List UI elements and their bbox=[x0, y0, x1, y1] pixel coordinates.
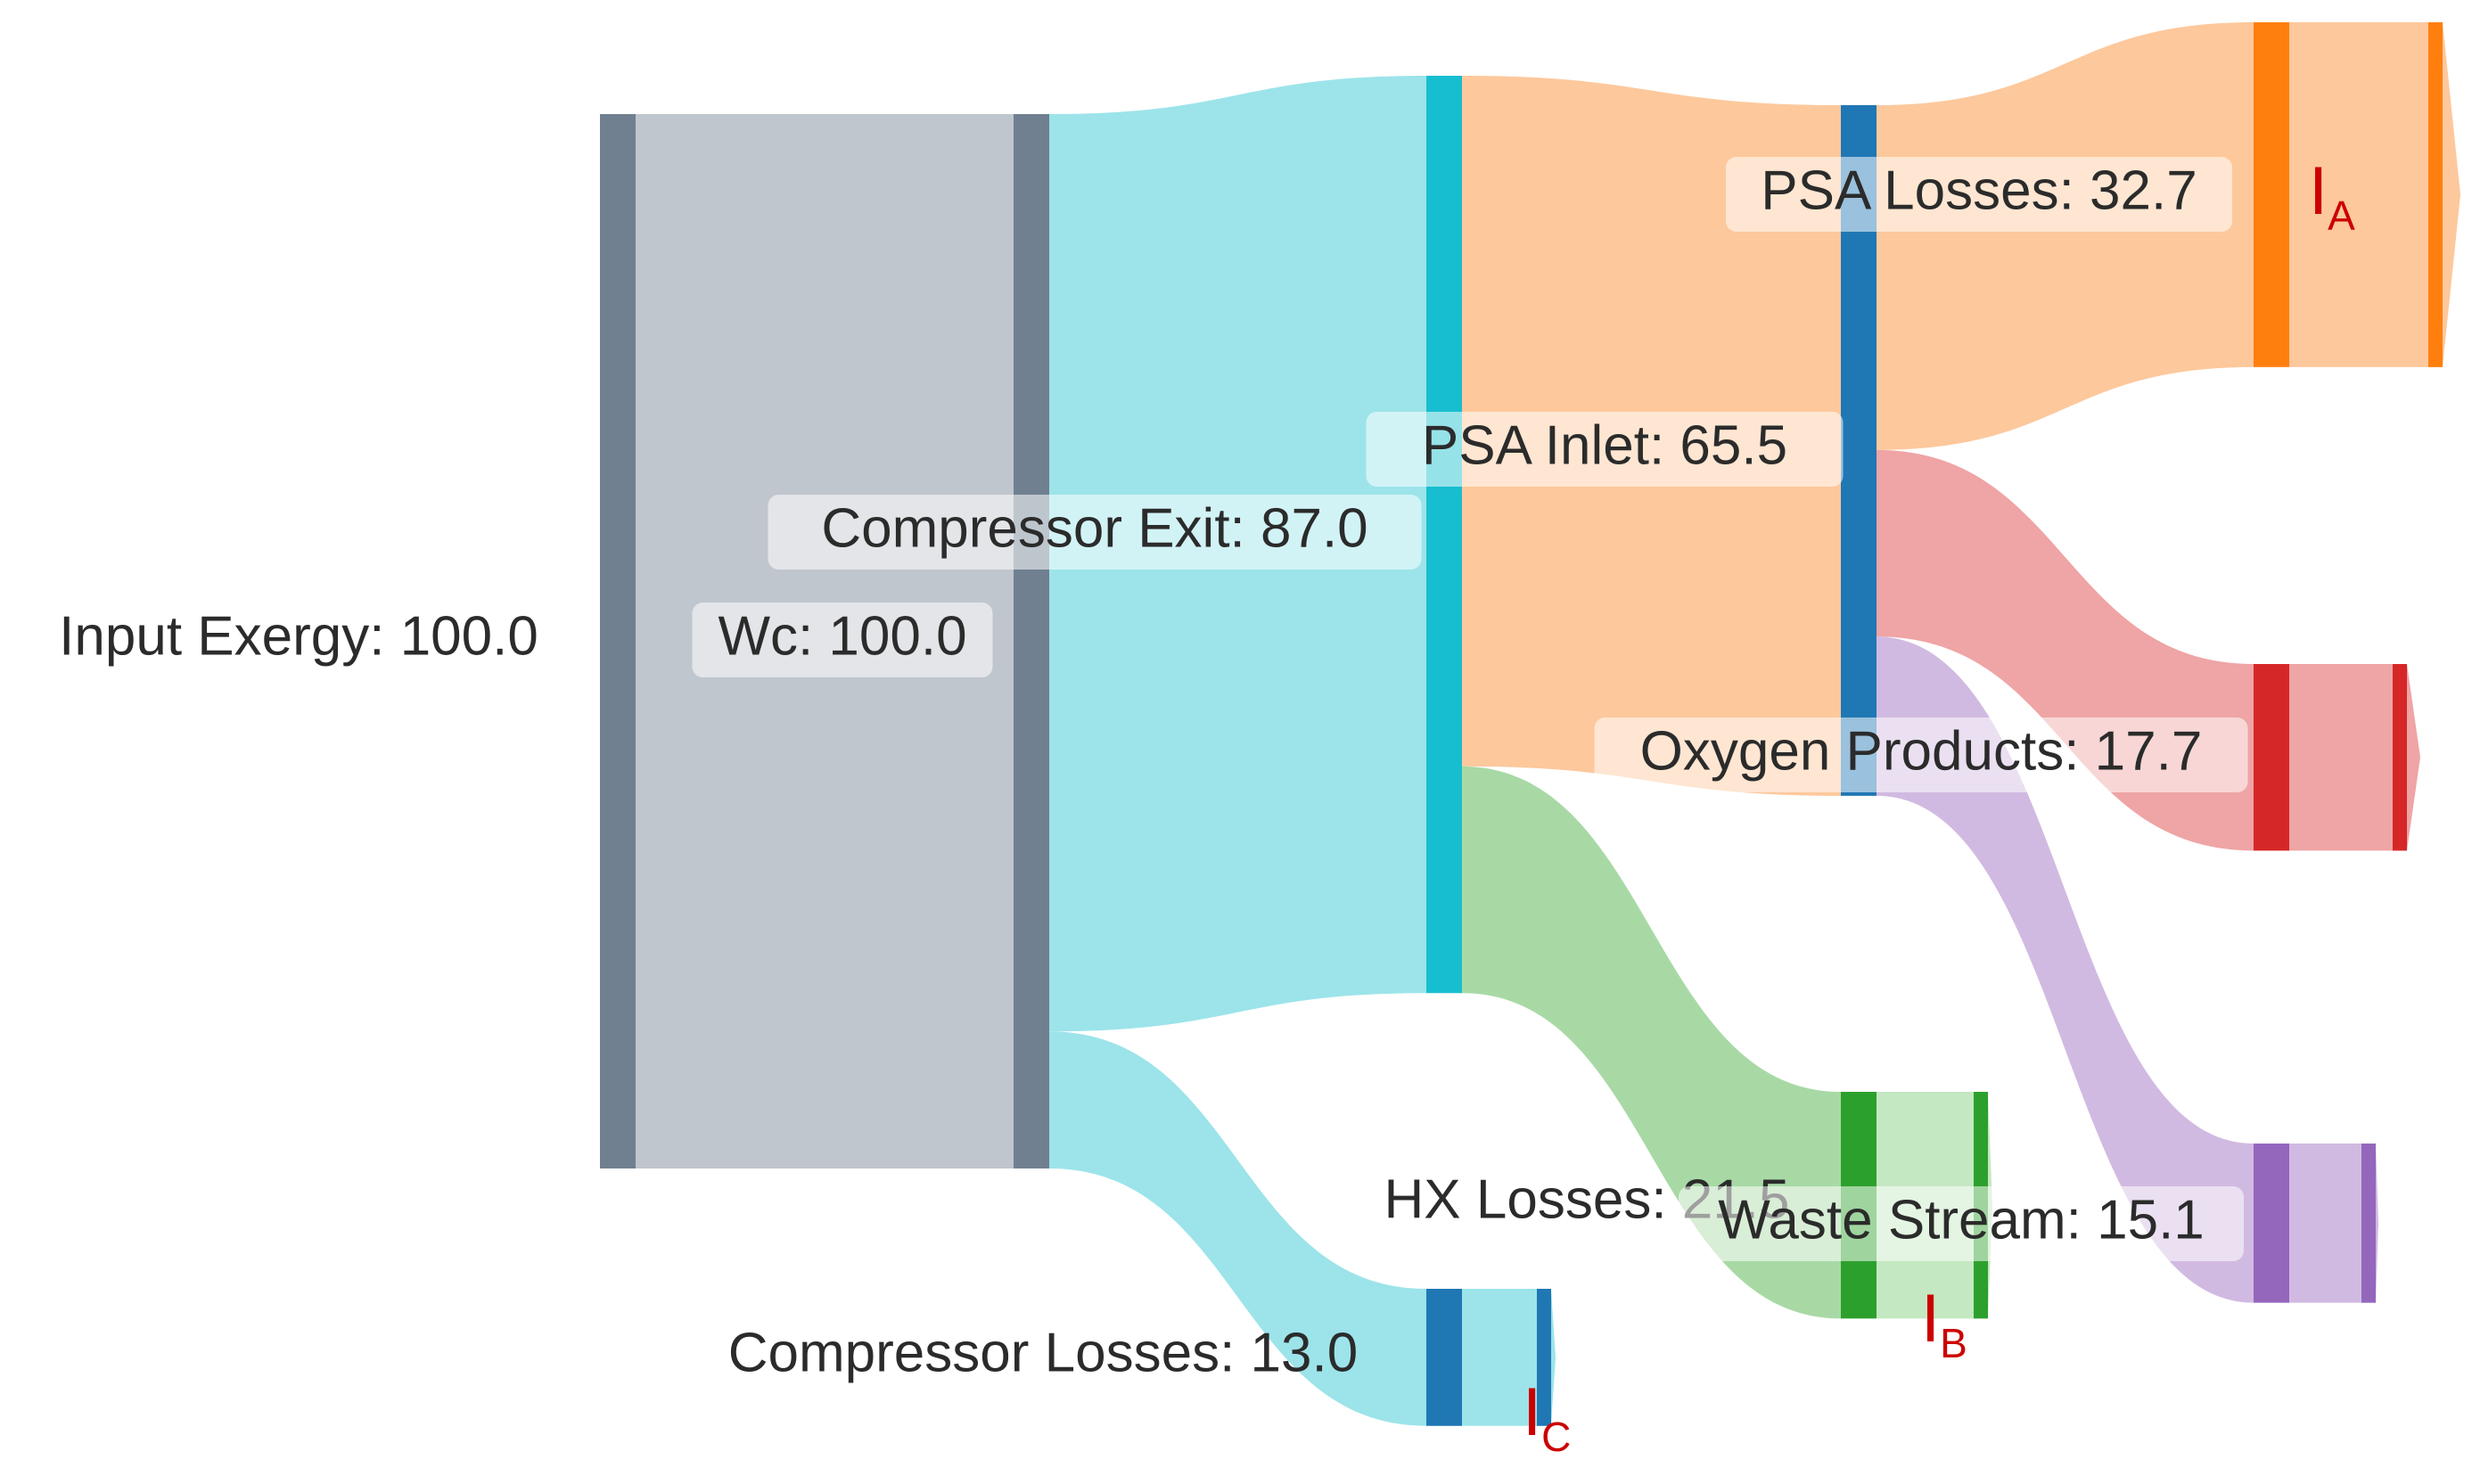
label-box-oxygen bbox=[1594, 717, 2248, 792]
label-psa_losses: PSA Losses: 32.7 bbox=[1726, 157, 2232, 232]
label-text-psa_inlet: PSA Inlet: 65.5 bbox=[1422, 414, 1787, 476]
irreversibility-main-I_C: I bbox=[1523, 1374, 1541, 1450]
label-box-wc bbox=[692, 603, 993, 677]
sink-bar-out_oxygen bbox=[2393, 664, 2407, 851]
irreversibility-sub-I_A: A bbox=[2328, 193, 2355, 239]
label-box-waste bbox=[1679, 1186, 2244, 1261]
node-bar-oxygen bbox=[2254, 664, 2289, 851]
label-box-comp_exit bbox=[768, 495, 1422, 570]
irreversibility-sub-I_B: B bbox=[1940, 1320, 1967, 1366]
link-wc-to-comp_losses bbox=[1049, 1031, 1426, 1426]
irreversibility-I_C: IC bbox=[1523, 1374, 1571, 1460]
label-text-input: Input Exergy: 100.0 bbox=[59, 605, 538, 667]
sink-bar-out_waste bbox=[2361, 1144, 2376, 1303]
node-bar-input bbox=[600, 114, 636, 1168]
label-text-oxygen: Oxygen Products: 17.7 bbox=[1640, 720, 2203, 782]
label-oxygen: Oxygen Products: 17.7 bbox=[1594, 717, 2248, 792]
label-text-wc: Wc: 100.0 bbox=[718, 605, 966, 667]
irreversibility-I_B: IB bbox=[1921, 1281, 1967, 1366]
link-psa_losses-to-I_A bbox=[2289, 22, 2460, 367]
label-comp_losses: Compressor Losses: 13.0 bbox=[728, 1322, 1358, 1383]
link-psa_inlet-to-waste bbox=[1877, 636, 2254, 1303]
label-text-waste: Waste Stream: 15.1 bbox=[1718, 1189, 2205, 1250]
label-waste: Waste Stream: 15.1 bbox=[1679, 1186, 2244, 1261]
label-comp_exit: Compressor Exit: 87.0 bbox=[768, 495, 1422, 570]
irreversibility-main-I_A: I bbox=[2309, 153, 2328, 229]
sink-bar-I_C bbox=[1537, 1289, 1551, 1426]
irreversibility-sub-I_C: C bbox=[1541, 1414, 1571, 1460]
node-bar-psa_losses bbox=[2254, 22, 2289, 367]
node-bar-comp_losses bbox=[1426, 1289, 1462, 1426]
label-wc: Wc: 100.0 bbox=[692, 603, 993, 677]
link-oxygen-to-out_oxygen bbox=[2289, 664, 2420, 851]
label-box-psa_losses bbox=[1726, 157, 2232, 232]
node-bar-waste bbox=[2254, 1144, 2289, 1303]
link-comp_exit-to-hx_losses bbox=[1462, 766, 1841, 1319]
node-bar-comp_exit bbox=[1426, 76, 1462, 994]
irreversibility-main-I_B: I bbox=[1921, 1281, 1940, 1357]
label-input: Input Exergy: 100.0 bbox=[59, 605, 538, 667]
sink-bar-I_A bbox=[2428, 22, 2443, 367]
label-text-comp_exit: Compressor Exit: 87.0 bbox=[821, 497, 1367, 559]
label-text-psa_losses: PSA Losses: 32.7 bbox=[1761, 160, 2197, 221]
node-labels: Input Exergy: 100.0 Wc: 100.0 Compressor E… bbox=[59, 157, 2248, 1383]
irreversibility-I_A: IA bbox=[2309, 153, 2355, 239]
node-bar-wc bbox=[1014, 114, 1049, 1168]
link-psa_inlet-to-psa_losses bbox=[1877, 22, 2254, 450]
label-text-comp_losses: Compressor Losses: 13.0 bbox=[728, 1322, 1358, 1383]
label-psa_inlet: PSA Inlet: 65.5 bbox=[1366, 412, 1844, 487]
link-waste-to-out_waste bbox=[2289, 1144, 2378, 1303]
label-box-psa_inlet bbox=[1366, 412, 1844, 487]
link-comp_losses-to-I_C bbox=[1462, 1289, 1556, 1426]
